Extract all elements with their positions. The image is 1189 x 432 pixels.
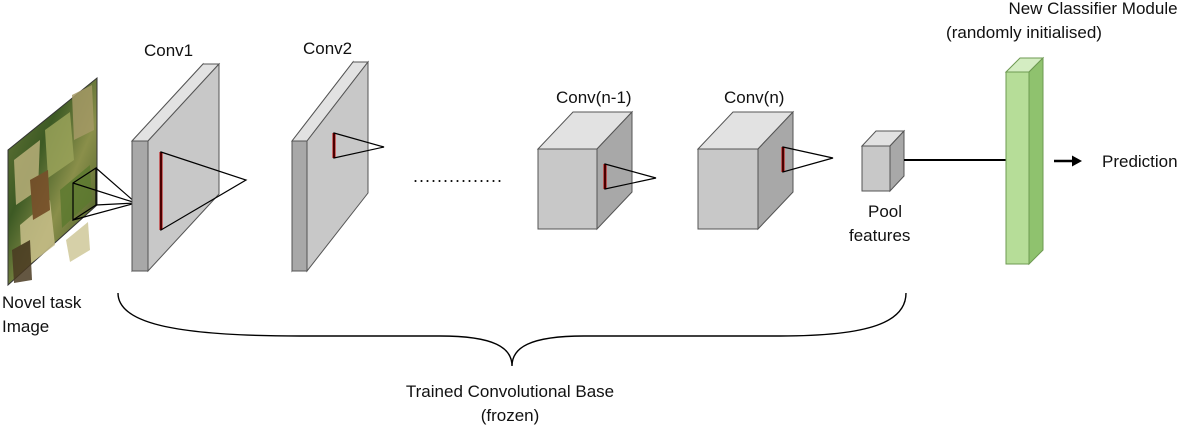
classifier-module: [1004, 56, 1045, 266]
classifier-label-line2: (randomly initialised): [946, 23, 1102, 42]
input-image: [7, 76, 137, 287]
classifier-label-line1: New Classifier Module: [1008, 0, 1177, 18]
conv-n-label: Conv(n): [724, 88, 784, 107]
layer-ellipsis: ...............: [413, 166, 503, 186]
conv1-label: Conv1: [144, 41, 193, 60]
input-image-label-line1: Novel task: [2, 293, 82, 312]
base-label-line1: Trained Convolutional Base: [406, 382, 614, 401]
conv-n-projection: [782, 146, 834, 173]
image-texture: [12, 85, 94, 283]
conv2-layer: [290, 60, 385, 273]
base-label-line2: (frozen): [481, 406, 540, 425]
conv-n-minus-1-layer: [536, 110, 657, 231]
conv-n-minus-1-label: Conv(n-1): [556, 88, 632, 107]
conv-n-minus-1-projection: [604, 163, 657, 190]
frozen-base-brace: [117, 292, 907, 367]
right-arrow-icon: [1054, 155, 1082, 167]
pool-features-label-line1: Pool: [868, 202, 902, 221]
pool-features-block: [860, 129, 906, 193]
conv-n-layer: [696, 110, 834, 231]
conv2-label: Conv2: [303, 39, 352, 58]
pool-features-label-line2: features: [849, 226, 910, 245]
input-image-label-line2: Image: [2, 317, 49, 336]
receptive-field: [72, 166, 137, 222]
conv2-projection: [333, 132, 385, 159]
prediction-label: Prediction: [1102, 152, 1178, 171]
conv1-layer: [130, 62, 248, 273]
conv1-projection: [160, 151, 248, 232]
